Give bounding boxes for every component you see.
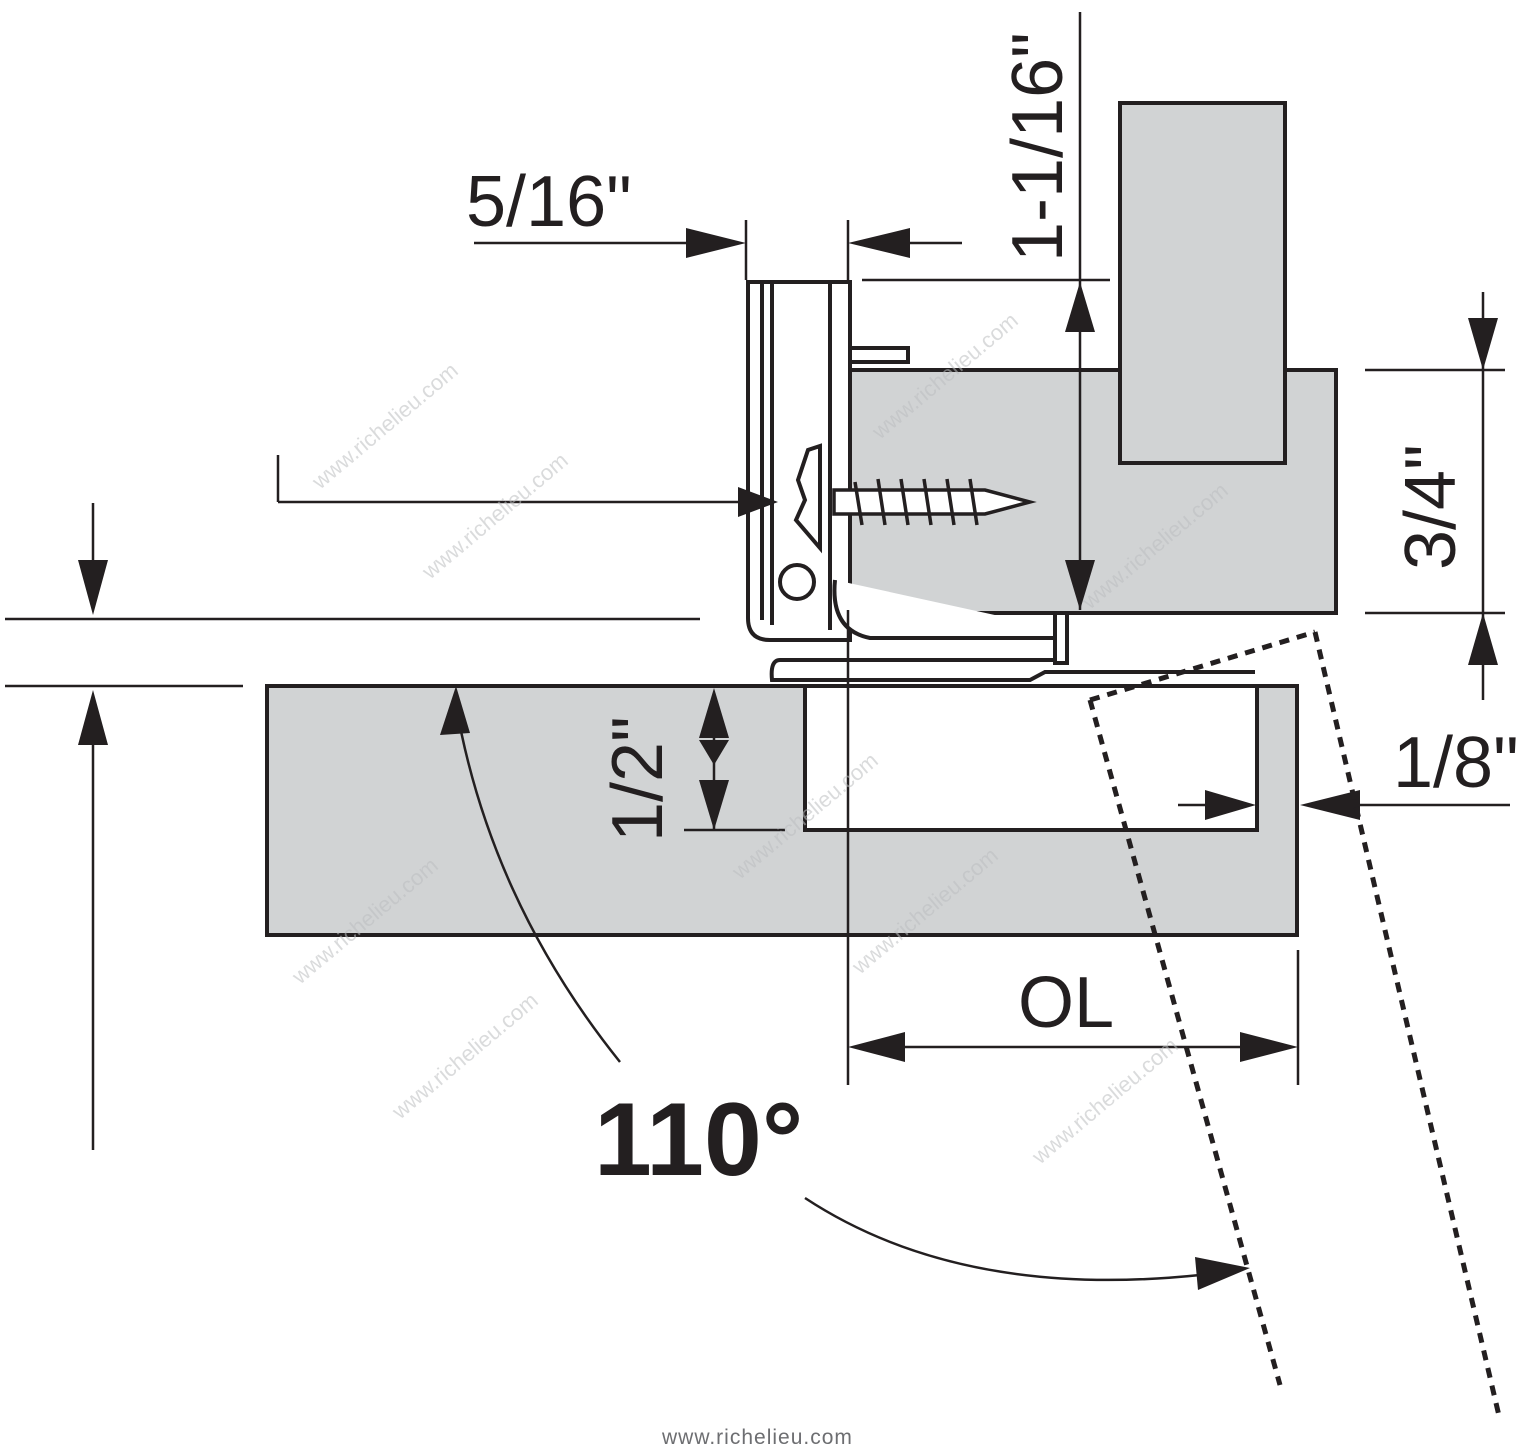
footer-url: www.richelieu.com <box>661 1426 853 1449</box>
dim-3-4: 3/4" <box>1391 444 1471 570</box>
svg-text:www.richelieu.com: www.richelieu.com <box>416 448 572 585</box>
svg-text:www.richelieu.com: www.richelieu.com <box>386 988 542 1125</box>
dim-ol: OL <box>1018 963 1114 1043</box>
dim-1-8: 1/8" <box>1393 723 1519 803</box>
hinge <box>746 280 1255 682</box>
svg-text:www.richelieu.com: www.richelieu.com <box>1026 1033 1182 1170</box>
cabinet-side <box>1118 101 1287 465</box>
dim-1-1-16: 1-1/16" <box>998 32 1078 262</box>
svg-text:www.richelieu.com: www.richelieu.com <box>306 358 462 495</box>
screw <box>832 478 1037 526</box>
dim-1-2: 1/2" <box>598 716 678 842</box>
open-door-outline <box>1087 629 1503 1421</box>
opening-angle: 110° <box>594 1082 803 1198</box>
dim-5-16: 5/16" <box>466 162 632 242</box>
